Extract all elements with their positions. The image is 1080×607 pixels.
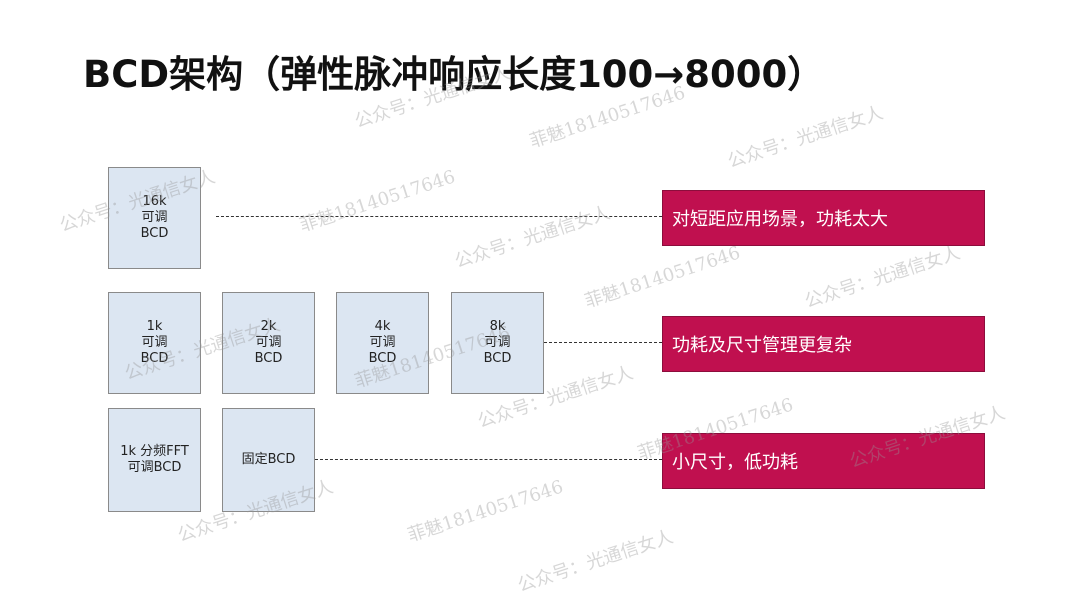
watermark: 菲魅18140517646 — [582, 242, 743, 313]
watermark: 公众号：光通信女人 — [515, 526, 676, 597]
watermark: 公众号：光通信女人 — [802, 242, 963, 313]
bcd-8k-box: 8k 可调 BCD — [451, 292, 544, 394]
bcd-1k-fft-box: 1k 分频FFT 可调BCD — [108, 408, 201, 512]
watermark: 公众号：光通信女人 — [725, 102, 886, 173]
fixed-bcd-box: 固定BCD — [222, 408, 315, 512]
watermark: 菲魅18140517646 — [405, 476, 566, 547]
callout-row-3: 小尺寸，低功耗 — [662, 433, 985, 489]
callout-row-1: 对短距应用场景，功耗太大 — [662, 190, 985, 246]
bcd-16k-box: 16k 可调 BCD — [108, 167, 201, 269]
connector-row-2 — [544, 342, 662, 343]
bcd-1k-box: 1k 可调 BCD — [108, 292, 201, 394]
connector-row-1 — [216, 216, 662, 217]
bcd-4k-box: 4k 可调 BCD — [336, 292, 429, 394]
watermark: 菲魅18140517646 — [297, 166, 458, 237]
slide-title: BCD架构（弹性脉冲响应长度100→8000） — [83, 53, 825, 96]
callout-row-2: 功耗及尺寸管理更复杂 — [662, 316, 985, 372]
bcd-2k-box: 2k 可调 BCD — [222, 292, 315, 394]
connector-row-3 — [315, 459, 662, 460]
watermark: 公众号：光通信女人 — [452, 202, 613, 273]
